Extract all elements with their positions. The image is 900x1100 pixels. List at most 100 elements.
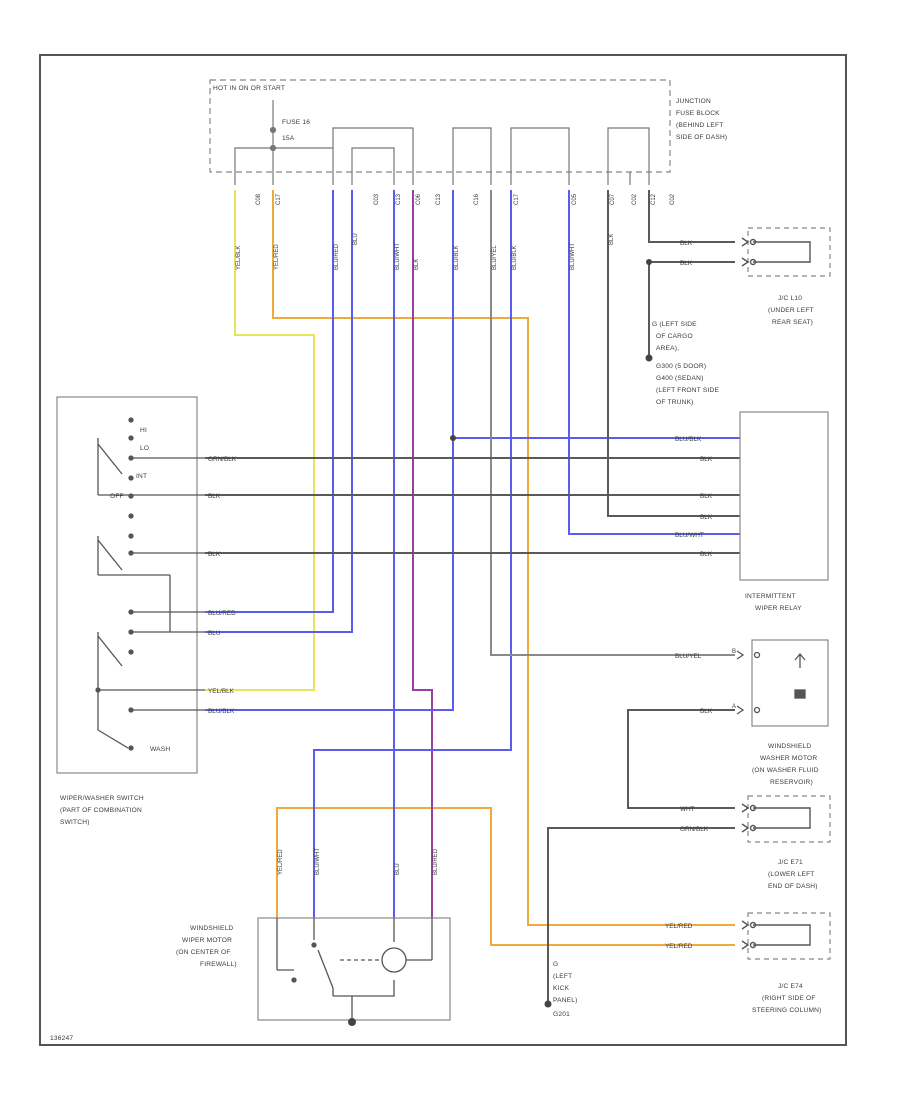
- wiper-motor-name-1: WINDSHIELD: [190, 925, 233, 932]
- jc-e74-connector: J/C E74 (RIGHT SIDE OF STEERING COLUMN): [741, 912, 831, 1014]
- washer-name-1: WINDSHIELD: [768, 743, 811, 750]
- ground-symbol-kick-panel: G (LEFT KICK PANEL) G201: [544, 961, 578, 1018]
- horizontal-wire-labels: BLK BLK BLU/BLK GRN/BLK BLK BLK BLK BLK …: [208, 240, 713, 950]
- fuse-amp-label: 15A: [282, 135, 295, 142]
- hlabel-yel-red-b: YEL/RED: [665, 943, 693, 950]
- hlabel-blk-washer: BLK: [700, 708, 713, 715]
- switch-name-3: SWITCH): [60, 819, 90, 826]
- pin-c12: C12: [651, 193, 657, 205]
- jc-e74-name-3: STEERING COLUMN): [752, 1007, 822, 1014]
- hlabel-grn-blk-r: BLK: [700, 456, 713, 463]
- windshield-wiper-motor: WINDSHIELD WIPER MOTOR (ON CENTER OF FIR…: [176, 917, 451, 1026]
- vlabel-blu-wht: BLU/WHT: [395, 243, 401, 270]
- pin-c13a: C13: [396, 193, 402, 205]
- hlabel-low-r: BLK: [700, 551, 713, 558]
- wiper-motor-name-2: WIPER MOTOR: [182, 937, 232, 944]
- vlabel-blk-r: BLK: [609, 234, 615, 245]
- intermittent-wiper-relay: INTERMITTENT WIPER RELAY: [739, 411, 829, 612]
- vlabel-blk: BLK: [414, 259, 420, 270]
- hlabel-int-r: BLK: [700, 493, 713, 500]
- ground-cargo-7: OF TRUNK): [656, 399, 694, 406]
- vlabel-blu-blk-b: BLU/BLK: [512, 245, 518, 270]
- jc-l10-name-3: REAR SEAT): [772, 319, 813, 326]
- jc-e71-name-3: END OF DASH): [768, 883, 818, 890]
- pin-c07: C07: [610, 193, 616, 205]
- vlabel-blu-wht-m: BLU/WHT: [315, 848, 321, 875]
- ground-cargo-3: AREA),: [656, 345, 679, 352]
- ground-cargo-4: G300 (5 DOOR): [656, 363, 706, 370]
- switch-off-label: OFF: [110, 493, 124, 500]
- hlabel-int-l: BLK: [208, 493, 221, 500]
- washer-name-2: WASHER MOTOR: [760, 755, 817, 762]
- washer-name-3: (ON WASHER FLUID: [752, 767, 819, 774]
- wire-blu-wht-r: [568, 190, 740, 535]
- switch-lo-label: LO: [140, 445, 149, 452]
- vlabel-blu-wht-r: BLU/WHT: [570, 243, 576, 270]
- junction-name-2: FUSE BLOCK: [676, 110, 720, 117]
- hlabel-blk-relay: BLK: [700, 514, 713, 521]
- pin-c05: C05: [572, 193, 578, 205]
- hlabel-blk-a: BLK: [680, 240, 693, 247]
- hlabel-blu: BLU: [208, 630, 221, 637]
- hlabel-blu-blk: BLU/BLK: [208, 708, 235, 715]
- vlabel-yel-red-m: YEL/RED: [278, 849, 284, 875]
- vlabel-blu-m: BLU: [395, 863, 401, 875]
- washer-name-4: RESERVOIR): [770, 779, 813, 786]
- diagram-code: 136247: [50, 1035, 73, 1042]
- pin-c02b: C02: [670, 193, 676, 205]
- junction-name-3: (BEHIND LEFT: [676, 122, 723, 129]
- ground-cargo-1: G (LEFT SIDE: [652, 321, 697, 328]
- junction-name-4: SIDE OF DASH): [676, 134, 727, 141]
- wire-blu-blk-2: [205, 438, 454, 711]
- switch-name-1: WIPER/WASHER SWITCH: [60, 795, 144, 802]
- pin-c17b: C17: [514, 193, 520, 205]
- vlabel-blu-yel: BLU/YEL: [492, 245, 498, 270]
- pin-c16: C16: [474, 193, 480, 205]
- vlabel-yel-blk: YEL/BLK: [236, 246, 242, 270]
- wiper-motor-name-3: (ON CENTER OF: [176, 949, 231, 956]
- jc-l10-connector: J/C L10 (UNDER LEFT REAR SEAT): [741, 227, 831, 326]
- jc-l10-name-2: (UNDER LEFT: [768, 307, 814, 314]
- jc-e74-name-2: (RIGHT SIDE OF: [762, 995, 816, 1002]
- switch-int-label: INT: [136, 473, 147, 480]
- ground-kick-4: PANEL): [553, 997, 578, 1004]
- wires: [205, 190, 740, 1002]
- ground-kick-3: KICK: [553, 985, 570, 992]
- ground-cargo-2: OF CARGO: [656, 333, 693, 340]
- vlabel-yel-red: YEL/RED: [274, 244, 280, 270]
- jc-e74-name-1: J/C E74: [778, 983, 803, 990]
- hlabel-yel-red-a: YEL/RED: [665, 923, 693, 930]
- wire-yel-red-m: [276, 807, 735, 946]
- ground-kick-5: G201: [553, 1011, 570, 1018]
- wire-blu-red: [205, 190, 334, 613]
- pin-c13b: C13: [436, 193, 442, 205]
- jc-e71-name-1: J/C E71: [778, 859, 803, 866]
- wire-yel-red: [272, 190, 735, 926]
- hlabel-wht-a: WHT: [680, 806, 695, 813]
- vertical-wire-labels: YEL/BLK YEL/RED BLU/RED BLU BLU/WHT BLK …: [236, 233, 615, 875]
- wiper-motor-name-4: FIREWALL): [200, 961, 237, 968]
- junction-name-1: JUNCTION: [676, 98, 711, 105]
- switch-hi-label: HI: [140, 427, 147, 434]
- wire-blk-r: [607, 190, 740, 517]
- vlabel-blu: BLU: [353, 233, 359, 245]
- wire-blu: [205, 190, 353, 633]
- hlabel-grn-blk-e71: GRN/BLK: [680, 826, 709, 833]
- pin-c03: C03: [374, 193, 380, 205]
- pin-c02: C02: [632, 193, 638, 205]
- pin-c08: C08: [256, 193, 262, 205]
- wire-washer-motor: [627, 709, 735, 809]
- wiper-washer-switch: HI LO INT OFF WASH WIPER/WASHER SWITCH (…: [56, 396, 205, 826]
- switch-name-2: (PART OF COMBINATION: [60, 807, 142, 814]
- washer-motor-box: B A WINDSHIELD WASHER MOTOR (ON WASHER F…: [732, 639, 829, 786]
- vlabel-blu-red: BLU/RED: [334, 243, 340, 270]
- vlabel-blu-red-m: BLU/RED: [433, 848, 439, 875]
- ground-cargo-5: G400 (SEDAN): [656, 375, 703, 382]
- ground-kick-1: G: [553, 961, 558, 968]
- hlabel-blu-blk-r: BLU/BLK: [675, 436, 702, 443]
- jc-l10-name-1: J/C L10: [778, 295, 802, 302]
- junction-fuse-block: HOT IN ON OR START FUSE 16 15A JUNCTION …: [209, 79, 727, 205]
- wire-blu-yel: [313, 190, 512, 918]
- jc-e71-connector: J/C E71 (LOWER LEFT END OF DASH): [741, 795, 831, 890]
